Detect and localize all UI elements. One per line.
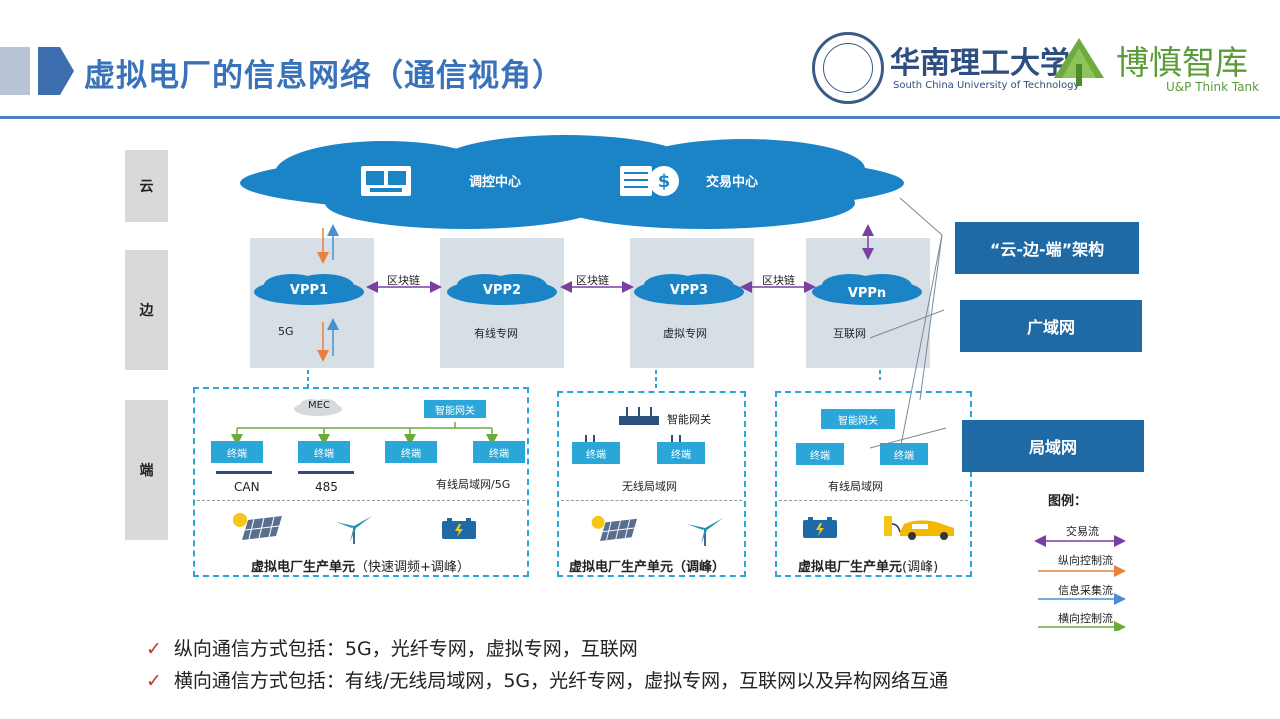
vpp-cloud-shape — [634, 274, 744, 305]
unit-label-main: 虚拟电厂生产单元 — [251, 560, 356, 575]
row-label-cloud: 云 — [125, 150, 168, 222]
page-title: 虚拟电厂的信息网络（通信视角） — [84, 58, 564, 94]
terminal: 终端 — [657, 442, 705, 464]
svg-text:$: $ — [658, 171, 671, 192]
bus-label-485: 485 — [315, 480, 338, 494]
unit-label-main: 虚拟电厂生产单元 — [798, 560, 903, 575]
battery-icon — [442, 518, 476, 539]
ev-charging-icon — [884, 516, 954, 540]
end-group-1 — [193, 387, 529, 577]
lan-box: 局域网 — [962, 420, 1144, 472]
cloud-layer — [240, 135, 904, 229]
end-group-3 — [775, 391, 972, 577]
university-name-cn: 华南理工大学 — [890, 46, 1070, 81]
legend-label: 信息采集流 — [1058, 584, 1113, 597]
legend-arrows — [1034, 535, 1126, 631]
university-seal-inner — [823, 43, 873, 93]
mec-cloud-icon — [294, 399, 342, 416]
unit-label-main: 虚拟电厂生产单元（调峰） — [569, 560, 726, 575]
vpp-network-label: 互联网 — [833, 327, 866, 340]
blockchain-arrows — [366, 281, 816, 293]
production-unit-label: 虚拟电厂生产单元（快速调频+调峰） — [251, 556, 470, 575]
edge-end-connectors — [307, 370, 881, 388]
vpp-cloud-shape — [254, 274, 364, 305]
battery-icon — [803, 517, 837, 538]
vertical-flow-arrows — [317, 224, 874, 362]
vpp-cloud-shape — [812, 274, 922, 305]
row-label-end: 端 — [125, 400, 168, 540]
production-unit-label: 虚拟电厂生产单元（调峰） — [569, 556, 725, 575]
wireless-gateway-icon — [619, 407, 659, 425]
blockchain-label: 区块链 — [576, 274, 609, 287]
group-divider — [561, 500, 742, 501]
group-divider — [197, 500, 525, 501]
legend-title: 图例： — [1048, 494, 1088, 509]
terminal: 终端 — [298, 441, 350, 463]
terminal: 终端 — [572, 442, 620, 464]
trading-icon: $ — [620, 166, 679, 196]
university-seal-logo — [812, 32, 884, 104]
row-label-edge: 边 — [125, 250, 168, 370]
smart-gateway-label: 智能网关 — [667, 413, 711, 426]
bullet-item: ✓ 纵向通信方式包括：5G，光纤专网，虚拟专网，互联网 — [146, 634, 638, 661]
unit-label-detail: (调峰) — [902, 560, 939, 575]
terminal: 终端 — [211, 441, 263, 463]
cloud-edge-end-box: “云-边-端”架构 — [955, 222, 1139, 274]
production-unit-label: 虚拟电厂生产单元(调峰) — [798, 556, 938, 575]
wind-turbine-icon — [336, 516, 372, 544]
smart-gateway: 智能网关 — [424, 400, 486, 418]
vpp-label: VPP3 — [669, 282, 709, 298]
university-name-en: South China University of Technology — [893, 80, 1080, 91]
blockchain-label: 区块链 — [762, 274, 795, 287]
header-decor-bar — [38, 47, 60, 95]
vpp-label: VPP2 — [482, 282, 522, 298]
solar-panel-icon — [233, 513, 282, 540]
terminal: 终端 — [385, 441, 437, 463]
wan-box: 广域网 — [960, 300, 1142, 352]
terminal: 终端 — [473, 441, 525, 463]
bus-line-can — [216, 471, 272, 474]
vpp-network-label: 有线专网 — [474, 327, 518, 340]
checkmark-icon: ✓ — [146, 638, 162, 660]
terminal: 终端 — [796, 443, 844, 465]
unit-label-detail: （快速调频+调峰） — [355, 560, 470, 575]
solar-panel-icon — [591, 515, 638, 541]
wind-turbine-icon — [687, 518, 723, 546]
dispatch-center-label: 调控中心 — [468, 174, 521, 190]
trading-center-label: 交易中心 — [705, 174, 758, 190]
group-network-label: 无线局域网 — [622, 480, 677, 493]
vpp-label: VPP1 — [289, 282, 329, 298]
legend-label: 纵向控制流 — [1058, 554, 1113, 567]
arch-pointer-lines — [869, 197, 947, 451]
group-network-label: 有线局域网 — [828, 480, 883, 493]
smart-gateway: 智能网关 — [821, 409, 895, 429]
header-arrow — [60, 47, 74, 95]
vpp-cloud-shape — [447, 274, 557, 305]
bus-label-can: CAN — [234, 480, 260, 494]
legend-label: 横向控制流 — [1058, 612, 1113, 625]
mec-label: MEC — [308, 400, 330, 411]
think-tank-name-cn: 博慎智库 — [1116, 43, 1248, 82]
vpp-network-label: 虚拟专网 — [663, 327, 707, 340]
terminal: 终端 — [880, 443, 928, 465]
checkmark-icon: ✓ — [146, 670, 162, 692]
header-divider — [0, 116, 1280, 119]
legend-label: 交易流 — [1066, 525, 1099, 538]
group-network-label: 有线局域网/5G — [436, 478, 511, 491]
think-tank-name-en: U&P Think Tank — [1166, 80, 1260, 94]
vpp-network-label: 5G — [278, 325, 294, 338]
bus-line-485 — [298, 471, 354, 474]
group-divider — [779, 500, 968, 501]
blockchain-label: 区块链 — [387, 274, 420, 287]
bullet-text: 横向通信方式包括：有线/无线局域网，5G，光纤专网，虚拟专网，互联网以及异构网络… — [173, 670, 949, 692]
end-group-2 — [557, 391, 746, 577]
gateway-fanout — [231, 422, 498, 446]
monitor-icon — [361, 166, 411, 196]
bullet-item: ✓ 横向通信方式包括：有线/无线局域网，5G，光纤专网，虚拟专网，互联网以及异构网… — [146, 666, 948, 693]
think-tank-tree-logo — [1054, 38, 1104, 86]
bullet-text: 纵向通信方式包括：5G，光纤专网，虚拟专网，互联网 — [173, 638, 638, 660]
header-decor-bar — [0, 47, 30, 95]
vpp-label: VPPn — [847, 285, 887, 301]
